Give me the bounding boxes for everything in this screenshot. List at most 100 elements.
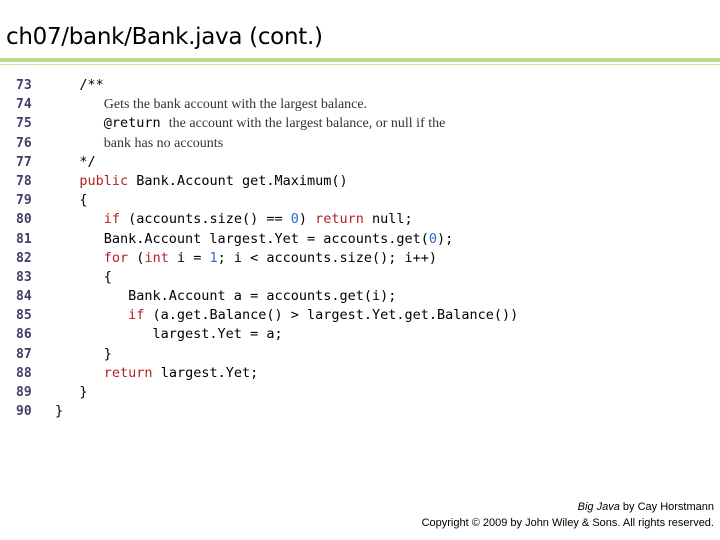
- code-line: 83 {: [0, 268, 720, 287]
- code-text: {: [55, 268, 112, 287]
- line-number: 75: [16, 116, 32, 132]
- footer-copyright: Copyright © 2009 by John Wiley & Sons. A…: [421, 517, 714, 529]
- code-token: ): [298, 211, 316, 228]
- line-number: 79: [16, 193, 32, 209]
- code-token: null;: [363, 211, 413, 228]
- code-token: Gets the bank account with the largest b…: [103, 97, 368, 113]
- code-line: 75 @return the account with the largest …: [0, 114, 720, 133]
- line-number: 73: [16, 78, 32, 93]
- code-line: 89 }: [0, 383, 720, 402]
- code-line: 78 public Bank.Account get.Maximum(): [0, 172, 720, 191]
- code-text: public Bank.Account get.Maximum(): [55, 172, 348, 191]
- code-line: 90}: [0, 402, 720, 421]
- code-token: */: [55, 153, 96, 170]
- code-line: 73 /**: [0, 76, 720, 95]
- code-line: 77 */: [0, 153, 720, 172]
- code-token: largest.Yet;: [152, 364, 259, 381]
- code-token: Bank.Account get.Maximum(): [128, 172, 348, 189]
- code-token: }: [55, 345, 112, 362]
- code-text: if (a.get.Balance() > largest.Yet.get.Ba…: [55, 306, 518, 325]
- line-number: 80: [16, 212, 32, 228]
- code-text: }: [55, 402, 63, 421]
- code-token: }: [55, 384, 88, 400]
- code-text: largest.Yet = a;: [55, 325, 283, 344]
- code-line: 79 {: [0, 191, 720, 210]
- line-number: 76: [16, 135, 32, 151]
- footer: Big Java by Cay Horstmann Copyright © 20…: [422, 499, 714, 531]
- code-line: 81 Bank.Account largest.Yet = accounts.g…: [0, 230, 720, 249]
- code-token: int: [144, 249, 169, 266]
- code-text: if (accounts.size() == 0) return null;: [55, 210, 413, 229]
- title-divider-thin: [0, 64, 720, 65]
- code-text: return largest.Yet;: [55, 364, 258, 383]
- page-title: ch07/bank/Bank.java (cont.): [6, 24, 323, 50]
- code-token: [55, 96, 104, 112]
- code-token: {: [55, 268, 112, 285]
- book-author: by Cay Horstmann: [619, 501, 714, 513]
- code-token: i =: [168, 249, 210, 266]
- code-token: [55, 135, 104, 151]
- line-number: 78: [16, 173, 32, 189]
- code-line: 74 Gets the bank account with the larges…: [0, 95, 720, 114]
- code-token: }: [55, 403, 64, 420]
- code-token: (accounts.size() ==: [120, 211, 291, 228]
- code-text: @return the account with the largest bal…: [55, 114, 446, 133]
- code-token: );: [437, 230, 454, 247]
- code-text: Bank.Account a = accounts.get(i);: [55, 287, 396, 306]
- line-number: 87: [16, 346, 32, 362]
- code-token: [55, 173, 79, 189]
- line-number: 84: [16, 289, 32, 305]
- line-number: 83: [16, 269, 32, 285]
- code-token: if: [128, 307, 145, 324]
- title-divider: [0, 58, 720, 62]
- code-text: bank has no accounts: [55, 134, 223, 153]
- line-number: 81: [16, 231, 32, 247]
- book-title: Big Java: [577, 501, 620, 513]
- line-number: 85: [16, 308, 32, 324]
- code-line: 84 Bank.Account a = accounts.get(i);: [0, 287, 720, 306]
- line-number: 89: [16, 385, 32, 400]
- code-token: largest.Yet = a;: [55, 326, 283, 343]
- line-number: 86: [16, 327, 32, 343]
- code-token: Bank.Account a = accounts.get(i);: [55, 288, 397, 305]
- code-token: return: [103, 364, 153, 381]
- code-token: @return: [55, 115, 169, 132]
- code-text: for (int i = 1; i < accounts.size(); i++…: [55, 249, 437, 268]
- code-token: (a.get.Balance() > largest.Yet.get.Balan…: [144, 307, 519, 324]
- code-line: 88 return largest.Yet;: [0, 364, 720, 383]
- code-text: {: [55, 191, 88, 210]
- code-token: ; i < accounts.size(); i++): [217, 249, 438, 266]
- line-number: 74: [16, 97, 32, 113]
- line-number: 82: [16, 250, 32, 266]
- code-token: bank has no accounts: [103, 135, 224, 151]
- code-line: 85 if (a.get.Balance() > largest.Yet.get…: [0, 306, 720, 325]
- code-line: 82 for (int i = 1; i < accounts.size(); …: [0, 249, 720, 268]
- code-token: 0: [428, 230, 438, 247]
- code-text: Bank.Account largest.Yet = accounts.get(…: [55, 230, 454, 249]
- code-line: 80 if (accounts.size() == 0) return null…: [0, 210, 720, 229]
- line-number: 77: [16, 154, 32, 170]
- code-listing: 73 /**74 Gets the bank account with the …: [0, 76, 720, 421]
- footer-credit: Big Java by Cay Horstmann: [422, 499, 714, 515]
- code-token: [55, 307, 128, 323]
- code-line: 76 bank has no accounts: [0, 134, 720, 153]
- code-token: /**: [55, 77, 104, 93]
- code-token: (: [128, 249, 145, 266]
- code-line: 87 }: [0, 345, 720, 364]
- code-text: */: [55, 153, 96, 172]
- code-token: 0: [290, 211, 299, 228]
- code-token: [55, 250, 104, 266]
- line-number: 90: [16, 404, 32, 420]
- code-token: return: [315, 211, 364, 228]
- code-token: the account with the largest balance, or…: [168, 116, 446, 132]
- code-token: Bank.Account largest.Yet = accounts.get(: [55, 230, 429, 247]
- code-text: }: [55, 383, 88, 402]
- code-token: {: [55, 192, 88, 209]
- code-text: /**: [55, 76, 104, 95]
- code-line: 86 largest.Yet = a;: [0, 325, 720, 344]
- code-token: for: [103, 249, 129, 266]
- code-token: [55, 365, 104, 381]
- code-token: [55, 211, 104, 227]
- code-token: 1: [209, 249, 218, 266]
- code-text: Gets the bank account with the largest b…: [55, 95, 367, 114]
